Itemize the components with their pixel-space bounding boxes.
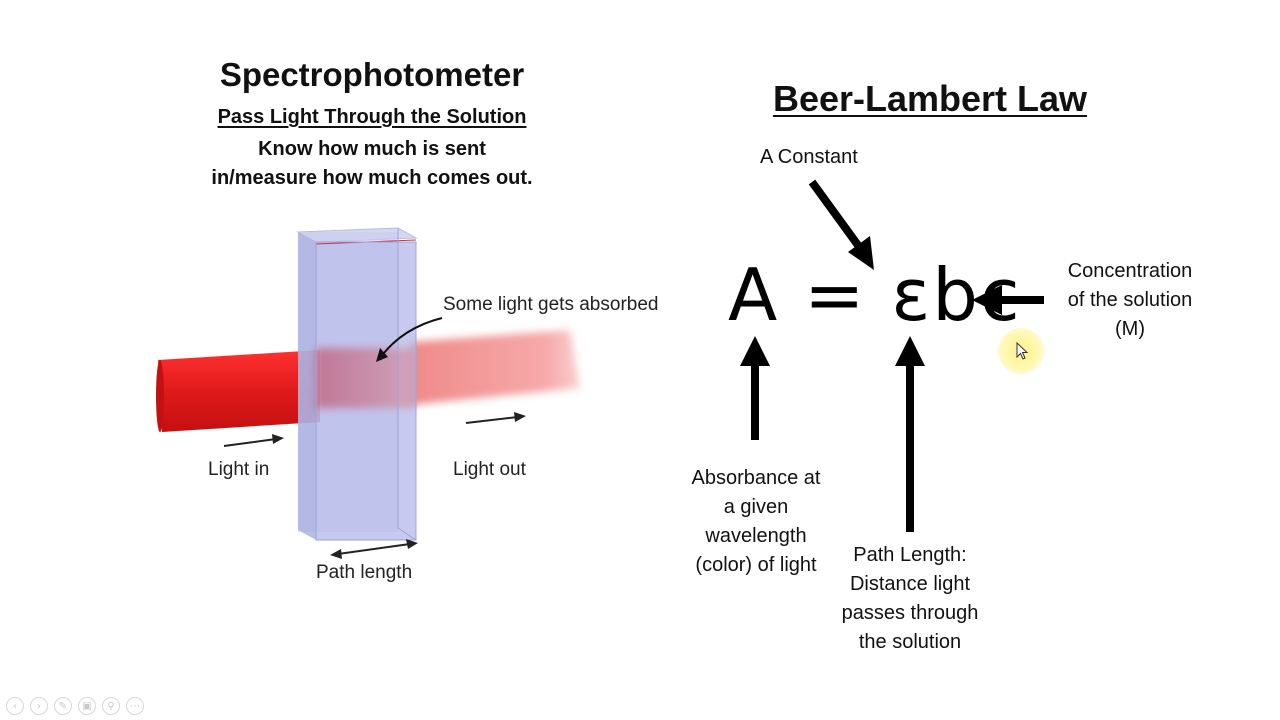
cuvette [296, 227, 418, 541]
concentration-line: of the solution [1067, 289, 1193, 311]
pen-icon[interactable]: ✎ [54, 697, 72, 715]
copy-icon[interactable]: ▣ [78, 697, 96, 715]
presentation-toolbar: ‹ › ✎ ▣ ⚲ ⋯ [6, 697, 144, 715]
absorbance-line: (color) of light [695, 554, 817, 576]
description-line-2: in/measure how much comes out. [211, 167, 533, 189]
formula-arrows [740, 179, 1044, 532]
light-in-label: Light in [208, 459, 270, 480]
absorbance-label: Absorbance at a given wavelength (color)… [668, 464, 844, 580]
path-length-line: the solution [858, 631, 962, 653]
path-length-line: Distance light [849, 573, 971, 595]
concentration-line: (M) [1115, 318, 1145, 340]
absorbance-line: a given [723, 496, 789, 518]
zoom-icon[interactable]: ⚲ [102, 697, 120, 715]
mouse-cursor-icon [1016, 342, 1029, 360]
light-out-arrow [465, 412, 526, 424]
light-beam-out [410, 330, 580, 405]
path-length-line: Path Length: [853, 544, 967, 566]
spectrophotometer-subtitle: Pass Light Through the Solution [217, 106, 527, 128]
spectrophotometer-title: Spectrophotometer [219, 56, 525, 93]
cuvette-diagram [156, 227, 580, 559]
concentration-line: Concentration [1067, 260, 1193, 282]
light-out-label: Light out [453, 459, 526, 480]
next-icon[interactable]: › [30, 697, 48, 715]
path-length-line: passes through [841, 602, 979, 624]
path-length-label: Path length [316, 562, 413, 583]
spectrophotometer-description: Know how much is sent in/measure how muc… [160, 135, 584, 193]
absorbance-line: Absorbance at [691, 467, 821, 489]
path-length-up-arrow [895, 336, 925, 532]
absorbed-label: Some light gets absorbed [443, 294, 659, 315]
light-beam-in [156, 350, 320, 432]
constant-label: A Constant [760, 146, 858, 168]
previous-icon[interactable]: ‹ [6, 697, 24, 715]
absorbance-arrow [740, 336, 770, 440]
path-length-arrow [330, 539, 418, 559]
beer-lambert-formula: A = εbc [728, 253, 1022, 337]
constant-arrow [808, 179, 874, 270]
concentration-arrow [972, 285, 1044, 315]
absorbance-line: wavelength [705, 525, 807, 547]
light-in-arrow [223, 434, 284, 447]
beer-lambert-title: Beer-Lambert Law [772, 78, 1088, 119]
absorbed-pointer-arrow [379, 317, 443, 359]
description-line-1: Know how much is sent [258, 138, 486, 160]
more-icon[interactable]: ⋯ [126, 697, 144, 715]
path-length-description: Path Length: Distance light passes throu… [820, 541, 1000, 657]
concentration-label: Concentration of the solution (M) [1040, 257, 1220, 344]
